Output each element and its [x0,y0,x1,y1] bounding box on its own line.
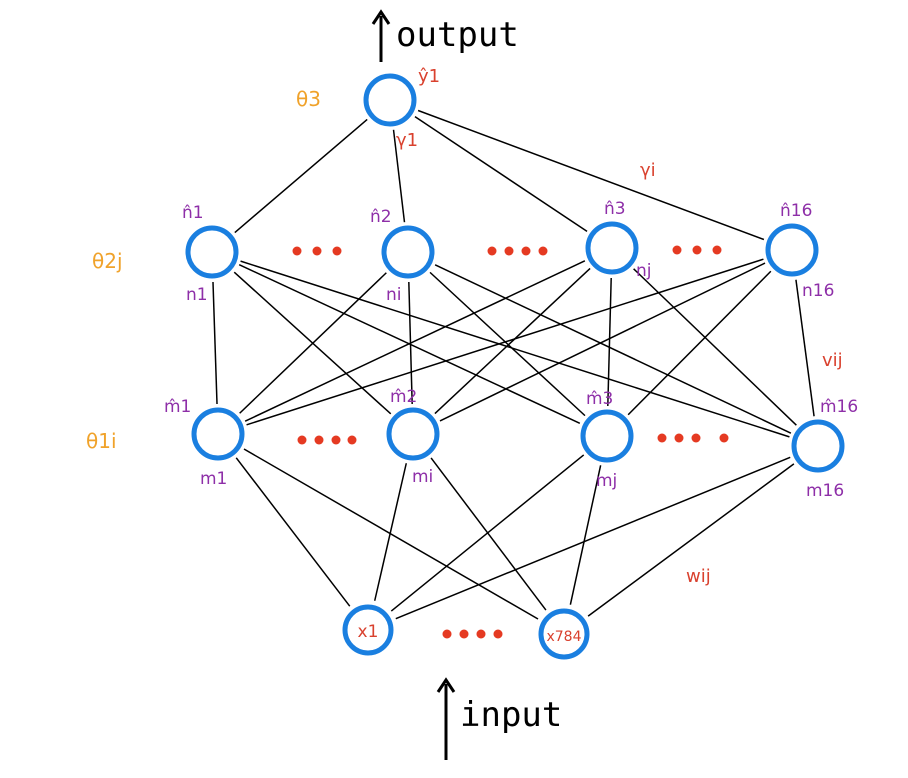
hidden1-node-2 [386,407,440,461]
hidden1-node-3 [580,409,634,463]
edge-h1-0-h2-0 [212,281,218,405]
hidden1-top-label-16: m̂16 [820,397,858,417]
ellipsis-dots [292,245,729,639]
hidden2-node-2 [381,225,435,279]
hidden1-top-label-2: m̂2 [390,387,417,407]
output-arrow-icon [371,9,391,62]
edge-output-h2-1 [392,129,406,223]
hidden2-top-label-2: n̂2 [370,207,392,227]
hidden1-node-16 [791,419,845,473]
output-node [363,73,417,127]
input-label-x784: x784 [546,629,581,645]
hidden2-top-label-16: n̂16 [780,201,812,221]
hidden2-node-16 [765,223,819,277]
weight-label-gamma-i: γi [640,160,656,181]
output-label: output [396,15,519,55]
edge-in-0-h1-3 [395,456,791,620]
nodes [185,73,845,660]
edge-output-h2-2 [414,116,588,232]
edge-output-h2-0 [234,118,368,234]
edge-h1-2-h2-1 [429,271,586,417]
hidden1-top-label-3: m̂3 [586,389,613,409]
hidden2-node-3 [585,221,639,275]
ellipsis-hidden2-b [487,246,548,256]
hidden1-bottom-label-3: mj [596,471,617,491]
hidden1-bottom-label-1: m1 [200,469,227,489]
edge-in-1-h1-3 [587,463,795,617]
ellipsis-hidden1-b [657,433,729,443]
edge-h1-3-h2-2 [633,268,797,426]
input-arrow-icon [436,677,456,760]
input-node-784 [538,608,590,660]
bias-label-theta2j: θ2j [92,249,123,273]
edge-h1-1-h2-2 [434,267,591,415]
hidden2-bottom-label-1: n1 [186,285,208,305]
edge-h1-3-h2-3 [795,279,815,417]
edge-h1-3-h2-0 [240,260,790,438]
hidden2-node-1 [185,225,239,279]
hidden1-top-label-1: m̂1 [164,397,191,417]
ellipsis-input [442,629,503,639]
hidden1-bottom-label-16: m16 [806,481,844,501]
weight-label-w-ij: wij [686,566,711,587]
edge-output-h2-3 [417,109,765,241]
edge-in-0-h1-1 [373,463,408,601]
edge-h1-1-h2-1 [408,281,413,405]
input-label-x1: x1 [358,622,379,642]
weight-label-v-ij: vij [822,350,843,371]
edge-in-1-h1-2 [569,465,602,605]
bias-label-theta3: θ3 [296,87,321,111]
hidden2-bottom-label-16: n16 [802,281,834,301]
edge-h1-2-h2-2 [607,277,612,407]
ellipsis-hidden2-c [672,245,722,255]
edges [212,109,815,620]
edge-h1-2-h2-3 [627,270,772,416]
hidden1-bottom-label-2: mi [412,467,433,487]
output-bottom-label: γ1 [396,130,418,151]
ellipsis-hidden2-a [292,246,342,256]
output-top-label: ŷ1 [418,66,440,87]
edge-h1-1-h2-3 [439,262,766,422]
hidden2-bottom-label-2: ni [386,285,402,305]
input-node-1 [342,604,394,656]
edge-h1-3-h2-1 [434,264,792,434]
edge-in-1-h1-1 [430,457,547,611]
hidden2-top-label-3: n̂3 [604,199,626,219]
ellipsis-hidden1-a [297,435,357,445]
edge-h1-2-h2-0 [238,263,581,425]
input-label: input [460,695,562,735]
edge-in-0-h1-0 [235,457,351,607]
hidden2-bottom-label-3: nj [636,261,652,281]
bias-label-theta1i: θ1i [86,429,117,453]
edge-h1-0-h2-2 [244,260,586,422]
edge-h1-1-h2-0 [233,271,392,415]
hidden2-top-label-1: n̂1 [182,203,204,223]
hidden1-node-1 [191,407,245,461]
edge-in-1-h1-0 [243,448,539,620]
